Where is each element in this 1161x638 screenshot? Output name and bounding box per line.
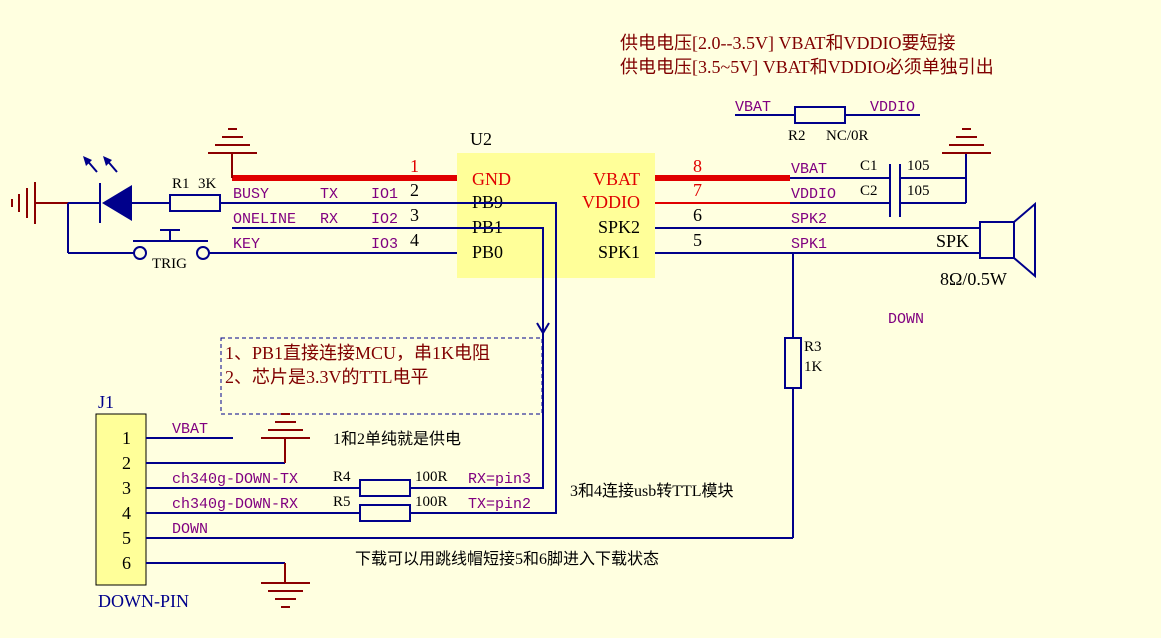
j1-designator: J1 xyxy=(98,392,114,412)
r3-label: R3 xyxy=(804,339,822,355)
r4-value: 100R xyxy=(415,469,448,485)
j1-pin4-num: 4 xyxy=(122,503,131,523)
c1-label: C1 xyxy=(860,158,878,174)
j1-pin6-num: 6 xyxy=(122,553,131,573)
r2-net-right: VDDIO xyxy=(870,99,915,116)
r1-value: 3K xyxy=(198,176,217,192)
led-symbol xyxy=(83,156,170,223)
comment-pins-3-4: 3和4连接usb转TTL模块 xyxy=(570,482,734,500)
r1-resistor xyxy=(169,194,232,212)
trig-label: TRIG xyxy=(152,256,187,272)
note-top-2: 供电电压[3.5~5V] VBAT和VDDIO必须单独引出 xyxy=(620,57,994,77)
wire-pb9-route xyxy=(410,202,557,514)
j1-net-down: DOWN xyxy=(172,521,208,538)
u2-pin8-name: VBAT xyxy=(593,169,640,189)
net-io2: IO2 xyxy=(371,211,398,228)
net-tx: TX xyxy=(320,186,338,203)
net-io1: IO1 xyxy=(371,186,398,203)
trig-switch xyxy=(133,229,232,260)
speaker-label: SPK xyxy=(936,231,969,251)
u2-pin7-name: VDDIO xyxy=(582,192,640,212)
j1-name: DOWN-PIN xyxy=(98,591,189,611)
net-rx: RX xyxy=(320,211,338,228)
note-box-line1: 1、PB1直接连接MCU，串1K电阻 xyxy=(225,343,490,363)
j1-net-rx: ch340g-DOWN-RX xyxy=(172,496,298,513)
u2-pin1-name: GND xyxy=(472,169,511,189)
u2-designator: U2 xyxy=(470,129,492,149)
r5-label: R5 xyxy=(333,494,351,510)
speaker-symbol xyxy=(979,201,1036,279)
u2-pin7-num: 7 xyxy=(693,180,702,200)
net-busy: BUSY xyxy=(233,186,269,203)
net-io3: IO3 xyxy=(371,236,398,253)
u2-pin3-num: 3 xyxy=(410,205,419,225)
net-spk1: SPK1 xyxy=(791,236,827,253)
u2-pin5-num: 5 xyxy=(693,230,702,250)
j1-net-vbat: VBAT xyxy=(172,421,208,438)
u2-pin1-num: 1 xyxy=(410,156,419,176)
r1-label: R1 xyxy=(172,176,190,192)
note-box xyxy=(220,337,543,415)
r5-value: 100R xyxy=(415,494,448,510)
r5-net: TX=pin2 xyxy=(468,496,531,513)
ground-symbol-pin6 xyxy=(261,563,310,608)
r3-resistor xyxy=(784,337,802,389)
u2-pin2-num: 2 xyxy=(410,180,419,200)
r4-resistor xyxy=(359,479,411,497)
u2-pin4-num: 4 xyxy=(410,230,419,250)
j1-body xyxy=(95,413,147,586)
j1-pin5-num: 5 xyxy=(122,528,131,548)
j1-pin1-num: 1 xyxy=(122,428,131,448)
r2-value: NC/0R xyxy=(826,128,869,144)
c2-capacitor xyxy=(889,189,966,217)
r5-resistor xyxy=(359,504,411,522)
c2-value: 105 xyxy=(907,183,930,199)
ground-symbol-pin2 xyxy=(261,413,310,463)
u2-pin6-name: SPK2 xyxy=(598,217,640,237)
wire-pb1-arrow xyxy=(536,322,550,335)
net-spk2: SPK2 xyxy=(791,211,827,228)
u2-pin4-name: PB0 xyxy=(472,242,503,262)
r2-net-left: VBAT xyxy=(735,99,771,116)
j1-pin3-num: 3 xyxy=(122,478,131,498)
net-down-right: DOWN xyxy=(888,311,924,328)
note-top-1: 供电电压[2.0--3.5V] VBAT和VDDIO要短接 xyxy=(620,33,955,53)
comment-pins-5-6: 下载可以用跳线帽短接5和6脚进入下载状态 xyxy=(355,550,659,568)
u2-pin5-name: SPK1 xyxy=(598,242,640,262)
j1-pin2-num: 2 xyxy=(122,453,131,473)
r4-label: R4 xyxy=(333,469,351,485)
comment-pins-1-2: 1和2单纯就是供电 xyxy=(333,430,461,448)
c2-label: C2 xyxy=(860,183,878,199)
r2-label: R2 xyxy=(788,128,806,144)
c1-capacitor xyxy=(889,164,966,192)
note-box-line2: 2、芯片是3.3V的TTL电平 xyxy=(225,367,428,387)
c1-value: 105 xyxy=(907,158,930,174)
net-vbat-right: VBAT xyxy=(791,161,827,178)
r4-net: RX=pin3 xyxy=(468,471,531,488)
ground-symbol-top-right xyxy=(942,128,991,154)
u2-pin6-num: 6 xyxy=(693,205,702,225)
ground-symbol-left xyxy=(11,182,68,224)
net-vddio-right: VDDIO xyxy=(791,186,836,203)
ground-symbol-top-left xyxy=(208,128,257,178)
net-oneline: ONELINE xyxy=(233,211,296,228)
r2-resistor xyxy=(794,106,846,124)
wire-pb1-route xyxy=(410,227,544,489)
u2-pin8-num: 8 xyxy=(693,156,702,176)
net-key: KEY xyxy=(233,236,260,253)
speaker-rating: 8Ω/0.5W xyxy=(940,269,1007,289)
r3-value: 1K xyxy=(804,359,823,375)
j1-net-tx: ch340g-DOWN-TX xyxy=(172,471,298,488)
